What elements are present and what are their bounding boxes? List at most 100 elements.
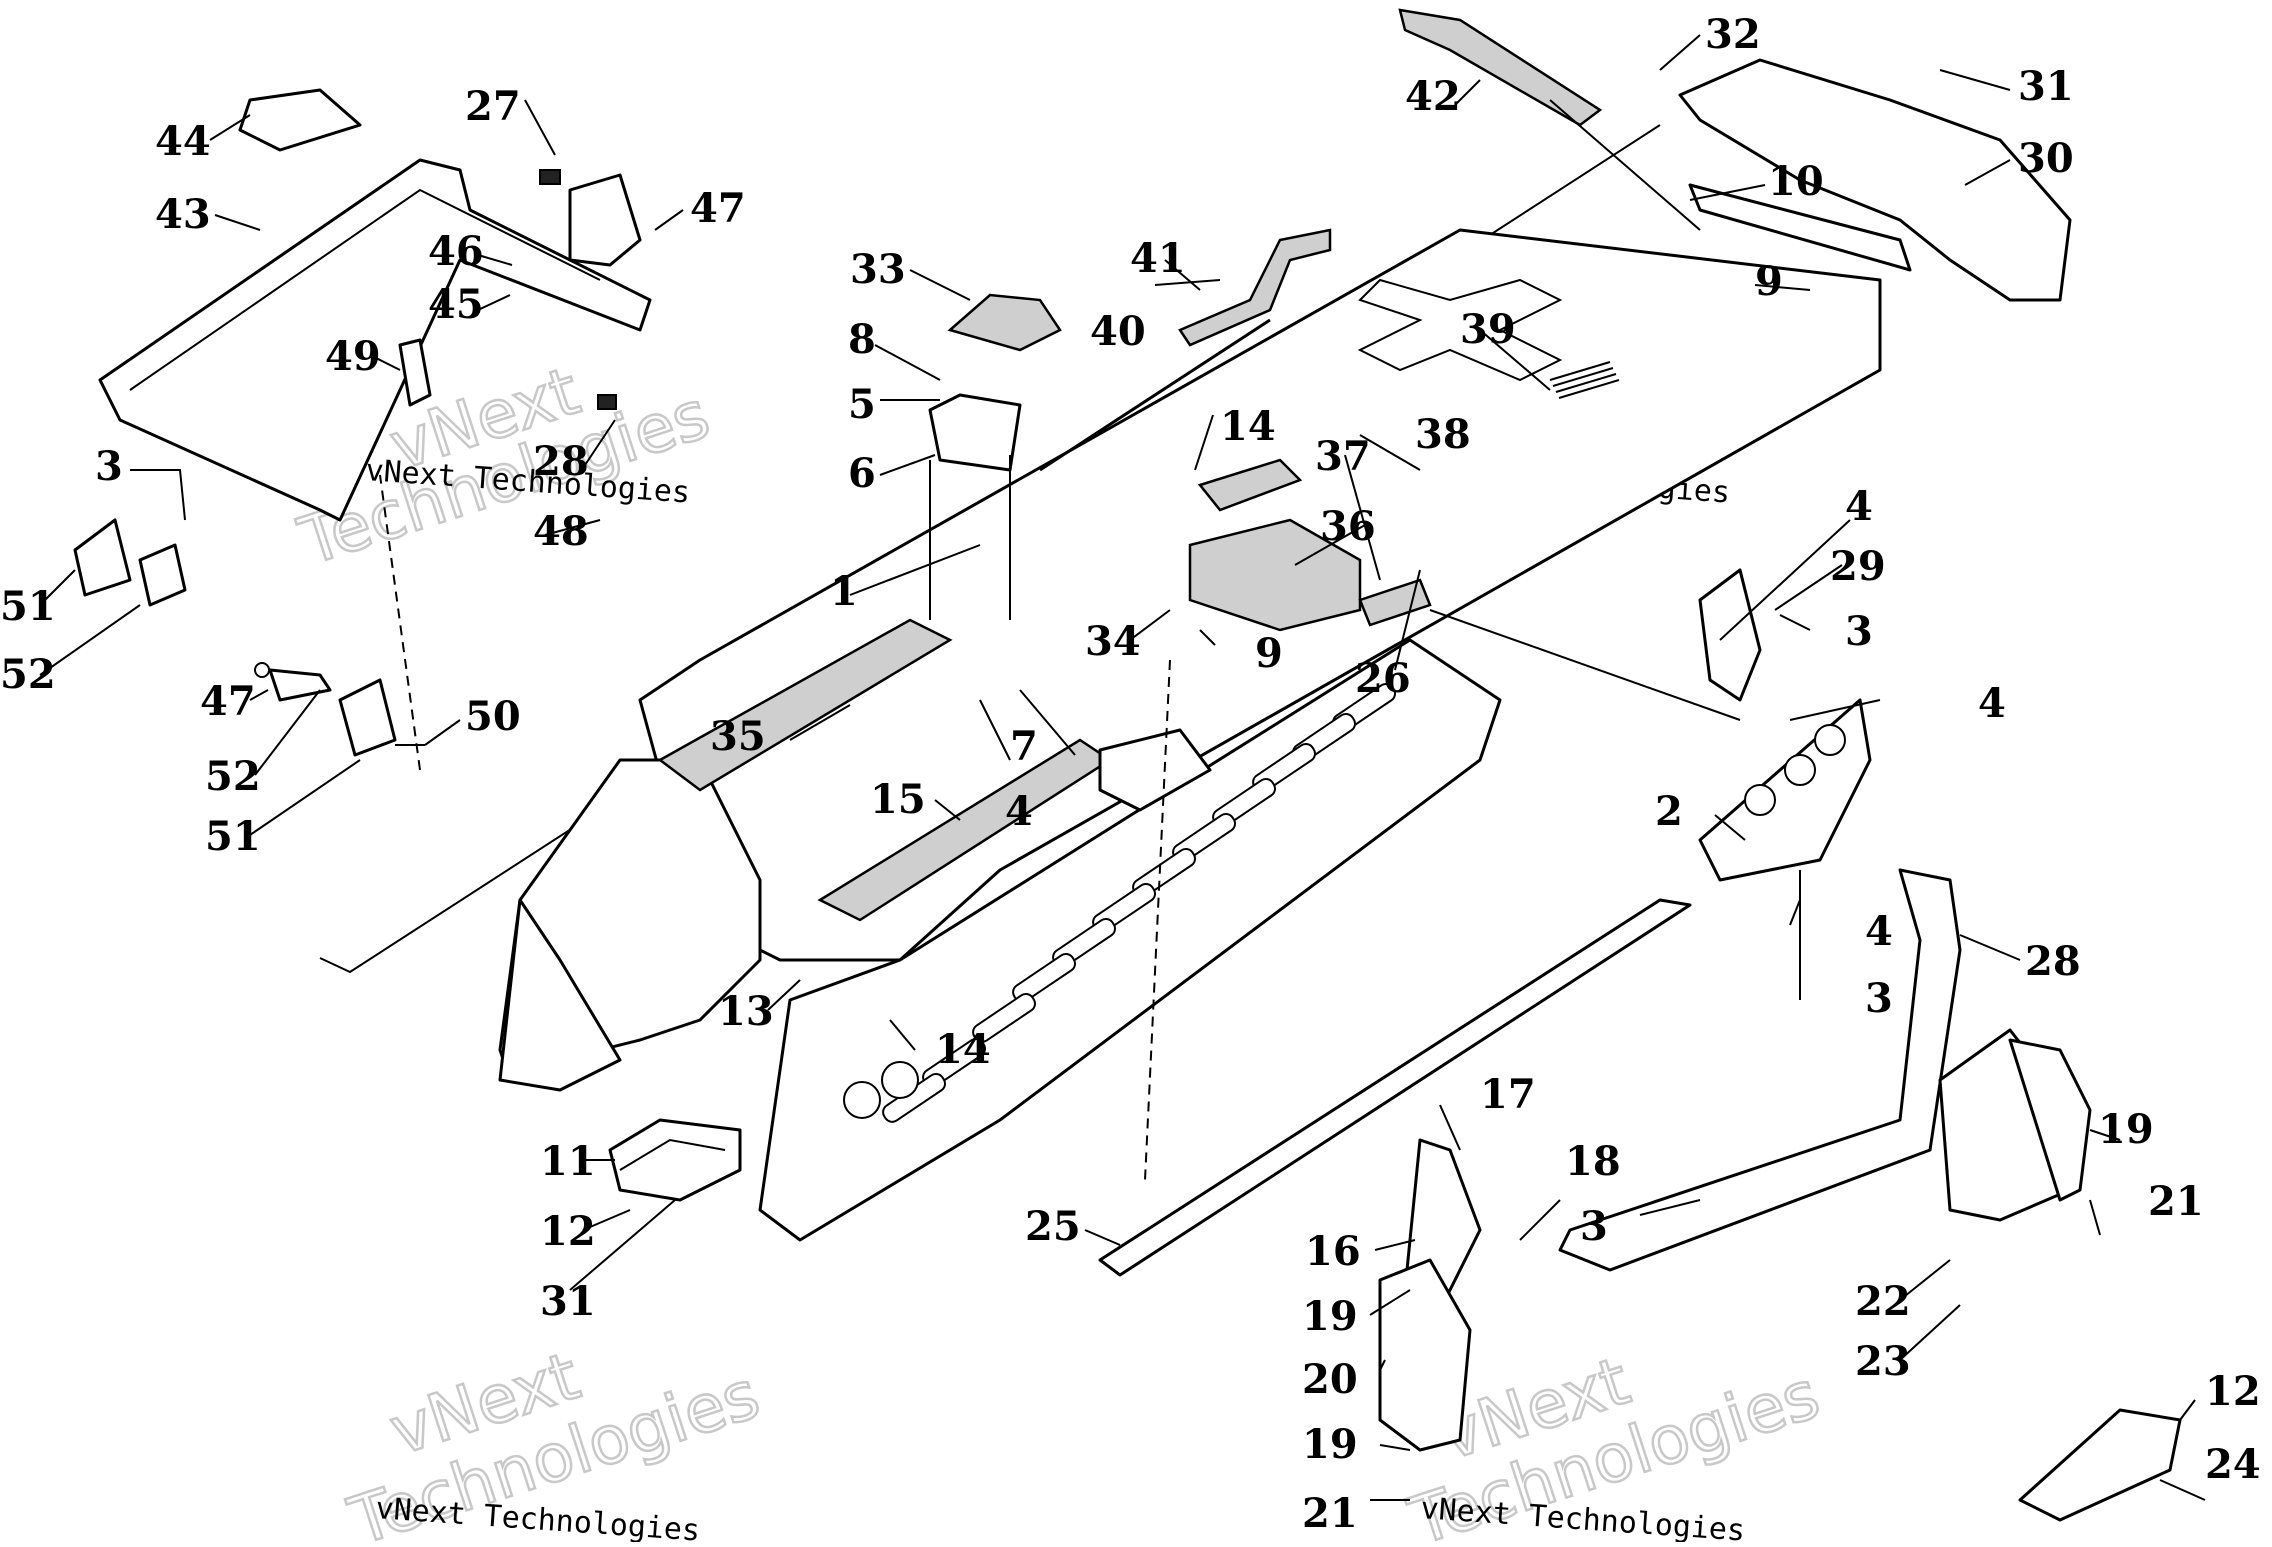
plate-hole: [1814, 724, 1846, 756]
callout-label: 8: [848, 316, 876, 363]
centerline: [1144, 659, 1171, 1181]
callout-label: 19: [1302, 1421, 1358, 1468]
callout-label: 12: [2205, 1368, 2261, 1415]
callout-label: 46: [428, 228, 484, 275]
rear-flap-30: [1678, 58, 2072, 302]
callout-label: 47: [200, 678, 256, 725]
callout-label: 31: [540, 1278, 596, 1325]
running-board-slots: [882, 682, 1396, 1123]
bumper-tube: [1558, 868, 1962, 1272]
callout-label: 27: [465, 83, 521, 130]
callout-label: 23: [1855, 1338, 1911, 1385]
callout-label: 26: [1355, 655, 1411, 702]
side-plate-2: [1698, 698, 1872, 882]
trim-strip-group: [1098, 659, 1692, 1277]
callout-label: 25: [1025, 1203, 1081, 1250]
callout-label: 37: [1315, 433, 1371, 480]
clip-28: [597, 394, 617, 410]
callout-label: 33: [850, 246, 906, 293]
callout-label: 12: [540, 1208, 596, 1255]
callout-label: 28: [2025, 938, 2081, 985]
pad-41: [1178, 228, 1332, 347]
bar-bracket: [568, 173, 642, 267]
step-24: [2018, 1408, 2182, 1522]
rear-grab-bar-group: [73, 88, 652, 771]
callout-label: 43: [155, 191, 211, 238]
footrest-22-rear: [2008, 1038, 2092, 1202]
callout-label: 3: [1580, 1203, 1608, 1250]
callout-label: 4: [1005, 788, 1033, 835]
callout-label: 6: [848, 450, 876, 497]
trim-strip-25: [1098, 898, 1692, 1277]
callout-label: 15: [870, 776, 926, 823]
callout-label: 1: [830, 568, 858, 615]
callout-label: 20: [1302, 1356, 1358, 1403]
bracket-52-lower: [268, 668, 332, 702]
callout-label: 41: [1130, 235, 1186, 282]
plate-hole: [1784, 754, 1816, 786]
cover-44: [238, 88, 362, 152]
step-11: [608, 1118, 742, 1202]
callout-label: 50: [465, 693, 521, 740]
callout-label: 3: [1865, 975, 1893, 1022]
running-board-side: [758, 638, 1502, 1242]
callout-label: 22: [1855, 1278, 1911, 1325]
callout-label: 19: [2098, 1106, 2154, 1153]
callout-label: 38: [1415, 411, 1471, 458]
decal-39: [1549, 361, 1620, 399]
callout-label: 49: [325, 333, 381, 380]
callout-label: 2: [1655, 788, 1683, 835]
side-plate-group: [1429, 568, 1962, 1272]
side-hole: [843, 1081, 881, 1119]
callout-label: 9: [1255, 630, 1283, 677]
callout-label: 51: [0, 583, 56, 630]
callout-label: 47: [690, 185, 746, 232]
knob-33: [947, 293, 1062, 352]
callout-label: 52: [0, 651, 56, 698]
nut-47: [254, 662, 270, 678]
side-hole: [881, 1061, 919, 1099]
callout-label: 21: [1302, 1490, 1358, 1537]
step-11-edge: [619, 1138, 726, 1171]
guard-20: [1378, 1258, 1472, 1452]
callout-label: 32: [1705, 11, 1761, 58]
rear-flap-group: [1039, 8, 2072, 472]
pad-36: [1188, 518, 1362, 632]
callout-label: 16: [1305, 1228, 1361, 1275]
rear-bracket-10: [1688, 183, 1912, 272]
clip-27: [539, 169, 561, 185]
grab-bar-inner-rail: [129, 188, 601, 391]
callout-label: 13: [718, 988, 774, 1035]
plate-hole: [1744, 784, 1776, 816]
strip-40: [1039, 318, 1271, 472]
strap-49: [398, 338, 432, 407]
bracket-52: [138, 543, 187, 607]
rear-grab-bar-43: [98, 158, 652, 522]
callout-leaders: [39, 34, 2206, 1501]
console-panel-6: [928, 393, 1022, 472]
callout-label: 18: [1565, 1138, 1621, 1185]
callout-label: 52: [205, 753, 261, 800]
callout-label: 4: [1845, 483, 1873, 530]
callout-label: 9: [1755, 258, 1783, 305]
callout-label: 45: [428, 281, 484, 328]
callout-label: 5: [848, 381, 876, 428]
callout-label: 24: [2205, 1441, 2261, 1488]
pad-38: [1358, 578, 1432, 627]
callout-label: 48: [533, 508, 589, 555]
console-cover-group: [928, 293, 1062, 620]
plate-leader: [1429, 609, 1741, 721]
bracket-51: [73, 518, 132, 597]
callout-label: 44: [155, 118, 211, 165]
callout-label: 31: [2018, 63, 2074, 110]
callout-label: 42: [1405, 73, 1461, 120]
callout-label: 21: [2148, 1178, 2204, 1225]
callout-label: 35: [710, 713, 766, 760]
callout-label: 4: [1978, 680, 2006, 727]
lower-parts-group: [608, 1028, 2182, 1522]
pad-37: [1197, 458, 1303, 512]
callout-label: 10: [1768, 158, 1824, 205]
callout-labels: 1 2 3 3 3 3 3 4 4 4 4 5 6 7 8 9 9 10 11 …: [0, 11, 2261, 1537]
